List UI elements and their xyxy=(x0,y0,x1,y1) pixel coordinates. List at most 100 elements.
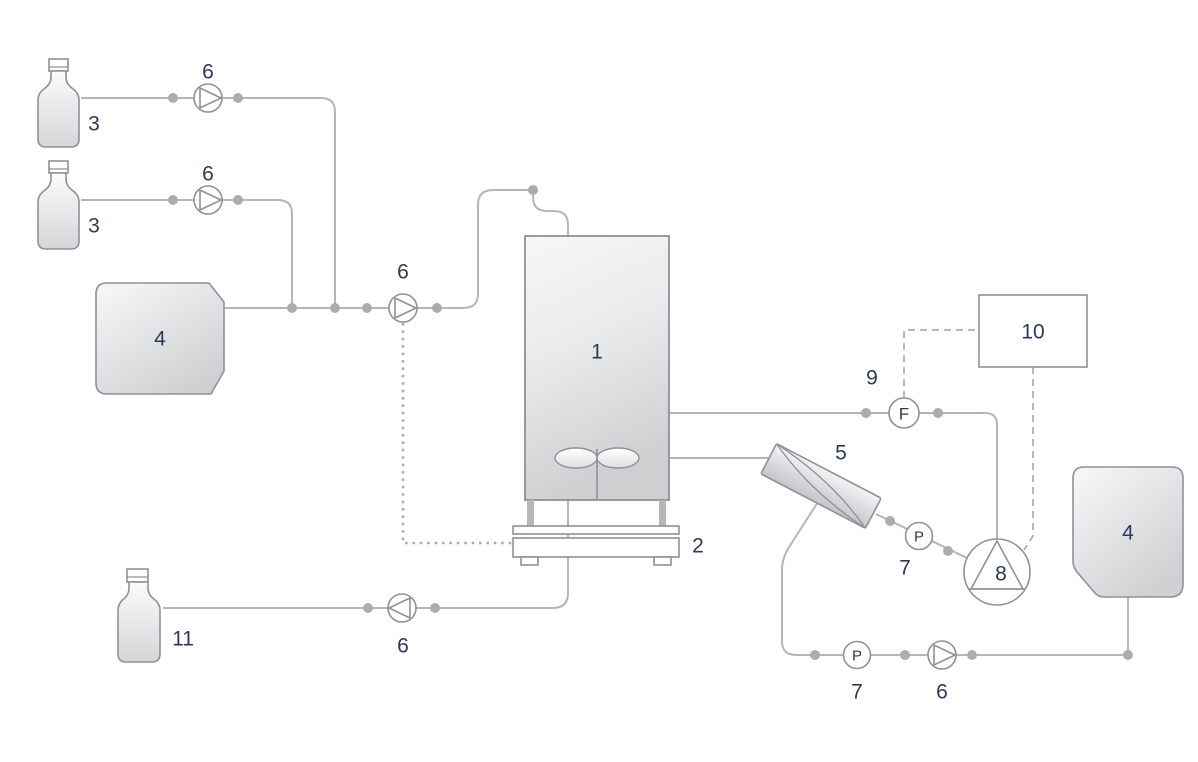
bottle-body xyxy=(37,70,80,148)
vessel-leg-right xyxy=(659,500,666,526)
filter-label: 5 xyxy=(835,442,847,465)
pipe-feed-into-vessel xyxy=(532,190,569,236)
flow-sensor-label: 9 xyxy=(866,367,878,390)
pipe-permeate-line xyxy=(781,501,1128,656)
pump-bottle-1: 6 xyxy=(193,61,223,113)
harvest-bottle: 11 xyxy=(117,568,194,663)
pump-rotor-triangle xyxy=(394,296,418,320)
controller-box xyxy=(978,294,1088,368)
connector-dot xyxy=(330,303,340,313)
signal-lines xyxy=(401,323,1034,551)
bottle-body xyxy=(117,581,161,663)
pump-icon xyxy=(387,593,417,623)
pipe-vessel-to-recirc-pump xyxy=(670,412,998,539)
balance-scale: 2 xyxy=(512,525,704,566)
controller-unit: 10 xyxy=(978,294,1088,368)
pipe-bottle2-to-vessel xyxy=(81,199,293,308)
collection-bag-right: 4 xyxy=(1072,466,1184,598)
pressure-sensor-letter: P xyxy=(914,529,924,546)
media-bottle-2: 3 xyxy=(37,160,100,250)
pressure-sensor-line: P 7 xyxy=(842,640,872,704)
balance-foot-right xyxy=(653,556,672,566)
connector-dot xyxy=(528,185,538,195)
pressure-sensor-label: 7 xyxy=(899,557,911,580)
connector-dot xyxy=(885,516,895,526)
crossflow-filter: 5 xyxy=(760,442,882,529)
pump-label: 6 xyxy=(202,163,214,186)
pipe-bottle1-to-vessel xyxy=(81,97,336,308)
pump-rotor-triangle xyxy=(199,86,223,110)
bioreactor-vessel: 1 xyxy=(524,235,670,526)
pump-rotor-triangle xyxy=(933,643,957,667)
filter-cartridge xyxy=(760,443,882,529)
connector-dot xyxy=(287,303,297,313)
bottle-cap xyxy=(48,58,69,72)
pump-feed: 6 xyxy=(388,261,418,323)
pipe-bag-feed xyxy=(224,189,533,309)
connector-dot xyxy=(432,303,442,313)
connector-dot xyxy=(233,93,243,103)
signal-flowsensor-to-controller xyxy=(903,329,979,398)
bottle-label: 3 xyxy=(88,113,100,136)
connector-dot xyxy=(168,93,178,103)
flow-sensor: F 9 xyxy=(866,367,920,429)
bag-label: 4 xyxy=(1122,522,1134,545)
connector-dot xyxy=(1123,650,1133,660)
pump-icon xyxy=(193,83,223,113)
balance-foot-left xyxy=(520,556,539,566)
flow-sensor-letter: F xyxy=(899,405,909,424)
pressure-sensor-label: 7 xyxy=(851,681,863,704)
pump-recirculation: 8 xyxy=(963,538,1031,606)
vessel-label: 1 xyxy=(591,341,603,364)
pump-label: 6 xyxy=(397,635,409,658)
pump-harvest: 6 xyxy=(387,593,417,658)
connector-dot xyxy=(430,603,440,613)
bottle-body xyxy=(37,172,80,250)
pump-icon xyxy=(193,185,223,215)
connector-dot xyxy=(168,195,178,205)
filter-membrane-line xyxy=(776,443,867,529)
pump-label: 8 xyxy=(995,563,1007,586)
connector-dots xyxy=(168,93,1133,660)
pump-label: 6 xyxy=(397,261,409,284)
pump-rotor-triangle xyxy=(199,188,223,212)
bag-label: 4 xyxy=(154,328,166,351)
flow-sensor-icon xyxy=(888,397,920,429)
connector-dot xyxy=(861,408,871,418)
pump-bottle-2: 6 xyxy=(193,163,223,215)
pump-icon xyxy=(388,293,418,323)
bag-body xyxy=(95,282,225,395)
filter-membrane-line xyxy=(775,443,866,529)
impeller-blade-left xyxy=(554,447,598,469)
pressure-sensor-icon xyxy=(904,521,934,551)
connector-dot xyxy=(362,303,372,313)
vessel-leg-left xyxy=(527,500,534,526)
pipe-harvest-line xyxy=(163,500,569,609)
impeller-blade-right xyxy=(596,447,640,469)
connector-dot xyxy=(900,650,910,660)
connector-dot xyxy=(810,650,820,660)
pump-rotor-triangle xyxy=(387,596,411,620)
bottle-label: 11 xyxy=(172,628,194,651)
bottle-cap xyxy=(48,160,69,174)
bottle-cap xyxy=(126,568,149,583)
pressure-sensor-icon xyxy=(842,640,872,670)
connector-dot xyxy=(943,546,953,556)
connector-dot xyxy=(967,650,977,660)
balance-label: 2 xyxy=(692,535,704,558)
connector-dot xyxy=(933,408,943,418)
tubing-lines xyxy=(81,97,1129,656)
pump-label: 6 xyxy=(202,61,214,84)
signal-pump-to-balance xyxy=(401,323,512,545)
controller-label: 10 xyxy=(1021,321,1044,344)
pressure-sensor-loop: P 7 xyxy=(899,521,934,580)
media-bag-left: 4 xyxy=(95,282,225,395)
connector-dot xyxy=(233,195,243,205)
pump-transfer: 6 xyxy=(927,640,957,704)
pressure-sensor-letter: P xyxy=(852,648,862,665)
pump-label: 6 xyxy=(936,681,948,704)
bottle-label: 3 xyxy=(88,215,100,238)
bag-body xyxy=(1072,466,1184,598)
connector-dot xyxy=(363,603,373,613)
